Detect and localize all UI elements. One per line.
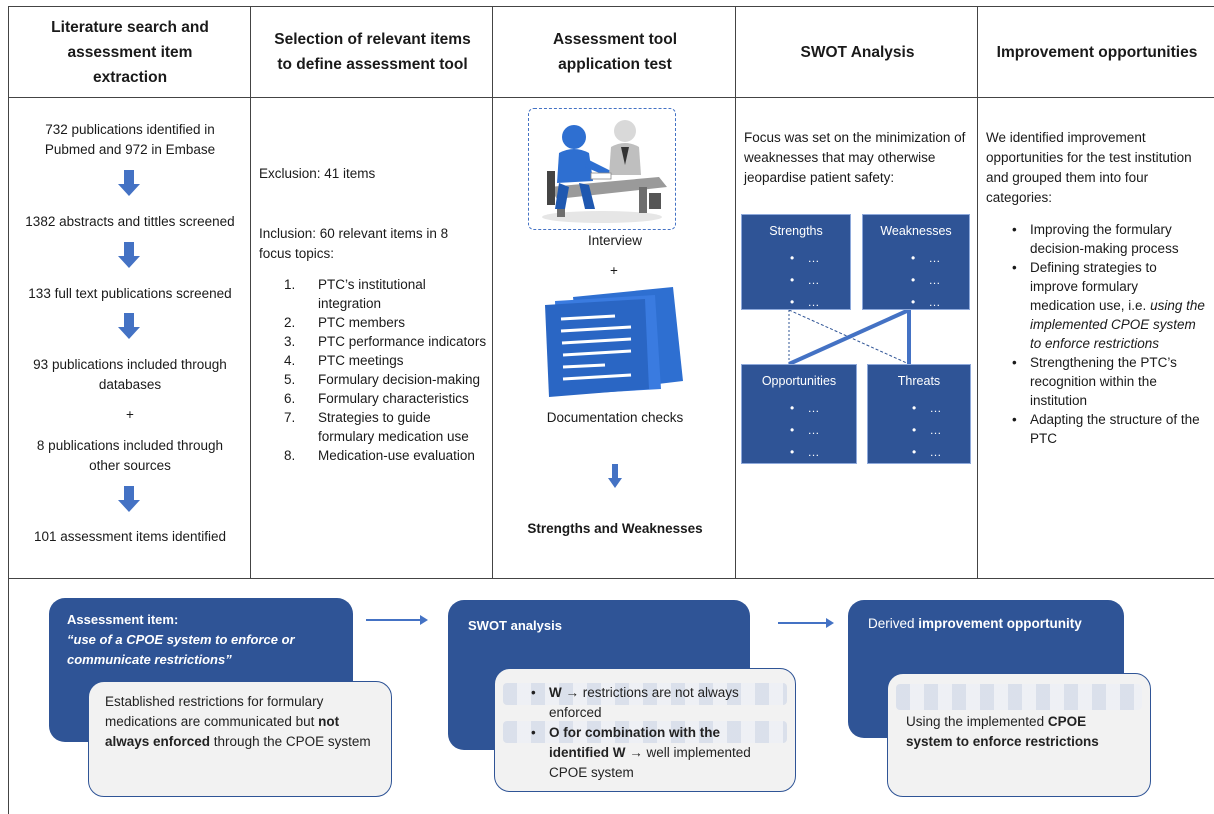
opportunities-label: Opportunities	[761, 374, 837, 388]
bullet-list: • … • … • …	[911, 251, 941, 309]
improvement-opportunity-title: Derived improvement opportunity	[868, 616, 1082, 631]
list-item: 6.Formulary characteristics	[284, 391, 469, 406]
step-publications-identified: 732 publications identified in Pubmed an…	[44, 122, 216, 157]
improvement-result-card: Using the implemented CPOE system to enf…	[887, 673, 1151, 797]
strengths-label: Strengths	[769, 224, 823, 238]
header-improvement: Improvement opportunities	[996, 43, 1198, 61]
header-swot: SWOT Analysis	[800, 43, 915, 61]
header-divider	[8, 97, 1214, 98]
header-selection-items: Selection of relevant items to define as…	[274, 31, 471, 73]
table-frame	[8, 6, 1214, 814]
interview-icon	[542, 120, 667, 223]
result-label: Strengths and Weaknesses	[527, 521, 703, 536]
col-divider-3	[735, 6, 736, 578]
swot-connectors	[788, 308, 911, 366]
assessment-item-quote: “use of a CPOE system to enforce or comm…	[67, 632, 295, 667]
list-item: 2.PTC members	[284, 315, 406, 330]
assessment-item-title: Assessment item:	[67, 612, 179, 627]
bullet-list: • … • … • …	[912, 401, 942, 459]
exclusion-text: Exclusion: 41 items	[259, 166, 376, 181]
col-divider-2	[492, 6, 493, 578]
swot-strengths: Strengths • … • … • …	[741, 214, 851, 310]
arrow-right-icon	[778, 618, 834, 628]
header-application-test: Assessment tool application test	[552, 31, 678, 73]
arrow-down-icon	[118, 170, 140, 196]
step-abstracts-screened: 1382 abstracts and tittles screened	[25, 214, 235, 229]
step-fulltext-screened: 133 full text publications screened	[28, 286, 232, 301]
list-item: 1.PTC’s institutional integration	[284, 277, 426, 311]
list-item: 4.PTC meetings	[284, 353, 404, 368]
focus-topics-list: 1.PTC’s institutional integration 2.PTC …	[262, 275, 487, 465]
list-item: •Adapting the structure of the PTC	[1012, 412, 1200, 446]
improvement-intro: We identified improvement opportunities …	[986, 130, 1192, 205]
improvement-result-text: Using the implemented CPOE system to enf…	[906, 714, 1099, 749]
arrow-down-icon	[118, 242, 140, 268]
list-item: • O for combination with the identified …	[531, 725, 751, 780]
improvement-categories: •Improving the formulary decision-making…	[1010, 220, 1205, 448]
interview-illustration	[528, 108, 676, 230]
list-item: •Improving the formulary decision-making…	[1012, 222, 1179, 256]
interview-label: Interview	[587, 233, 643, 248]
step-included-databases: 93 publications included through databas…	[33, 357, 227, 392]
swot-result-card: • W → restrictions are not always enforc…	[494, 668, 796, 792]
list-item: 3.PTC performance indicators	[284, 334, 487, 349]
list-item: 7.Strategies to guide formulary medicati…	[284, 410, 469, 444]
bullet-list: • … • … • …	[790, 401, 820, 459]
table-bottom-divider	[8, 578, 1214, 579]
decorative-band	[503, 721, 787, 743]
step-items-identified: 101 assessment items identified	[33, 529, 227, 544]
swot-threats: Threats • … • … • …	[867, 364, 971, 464]
decorative-band	[896, 684, 1142, 710]
list-item: 5.Formulary decision-making	[284, 372, 481, 387]
arrow-down-icon	[118, 486, 140, 512]
focus-text: Focus was set on the minimization of wea…	[744, 130, 966, 185]
list-item: 8.Medication-use evaluation	[284, 448, 475, 463]
col-divider-4	[977, 6, 978, 578]
inclusion-text: Inclusion: 60 relevant items in 8 focus …	[259, 226, 449, 261]
step-included-other: 8 publications included through other so…	[36, 438, 224, 473]
bullet-list: • … • … • …	[790, 251, 820, 309]
threats-label: Threats	[897, 374, 941, 388]
arrow-down-icon	[118, 313, 140, 339]
header-literature-search: Literature search and assessment item ex…	[51, 18, 209, 86]
swot-analysis-title: SWOT analysis	[468, 618, 562, 633]
plus-sign: +	[126, 407, 134, 422]
swot-opportunities: Opportunities • … • … • …	[741, 364, 857, 464]
documentation-label: Documentation checks	[546, 410, 684, 425]
weaknesses-label: Weaknesses	[880, 224, 952, 238]
list-item: • W → restrictions are not always enforc…	[531, 685, 739, 720]
list-item: •Defining strategies to improve formular…	[1012, 260, 1205, 351]
plus-sign: +	[610, 263, 618, 278]
swot-weaknesses: Weaknesses • … • … • …	[862, 214, 970, 310]
arrow-right-icon	[366, 615, 428, 625]
arrow-down-icon	[608, 464, 622, 488]
list-item: •Strengthening the PTC’s recognition wit…	[1012, 355, 1177, 408]
assessment-finding-card: Established restrictions for formulary m…	[88, 681, 392, 797]
col-divider-1	[250, 6, 251, 578]
decorative-band	[503, 683, 787, 705]
document-icon	[545, 287, 683, 397]
